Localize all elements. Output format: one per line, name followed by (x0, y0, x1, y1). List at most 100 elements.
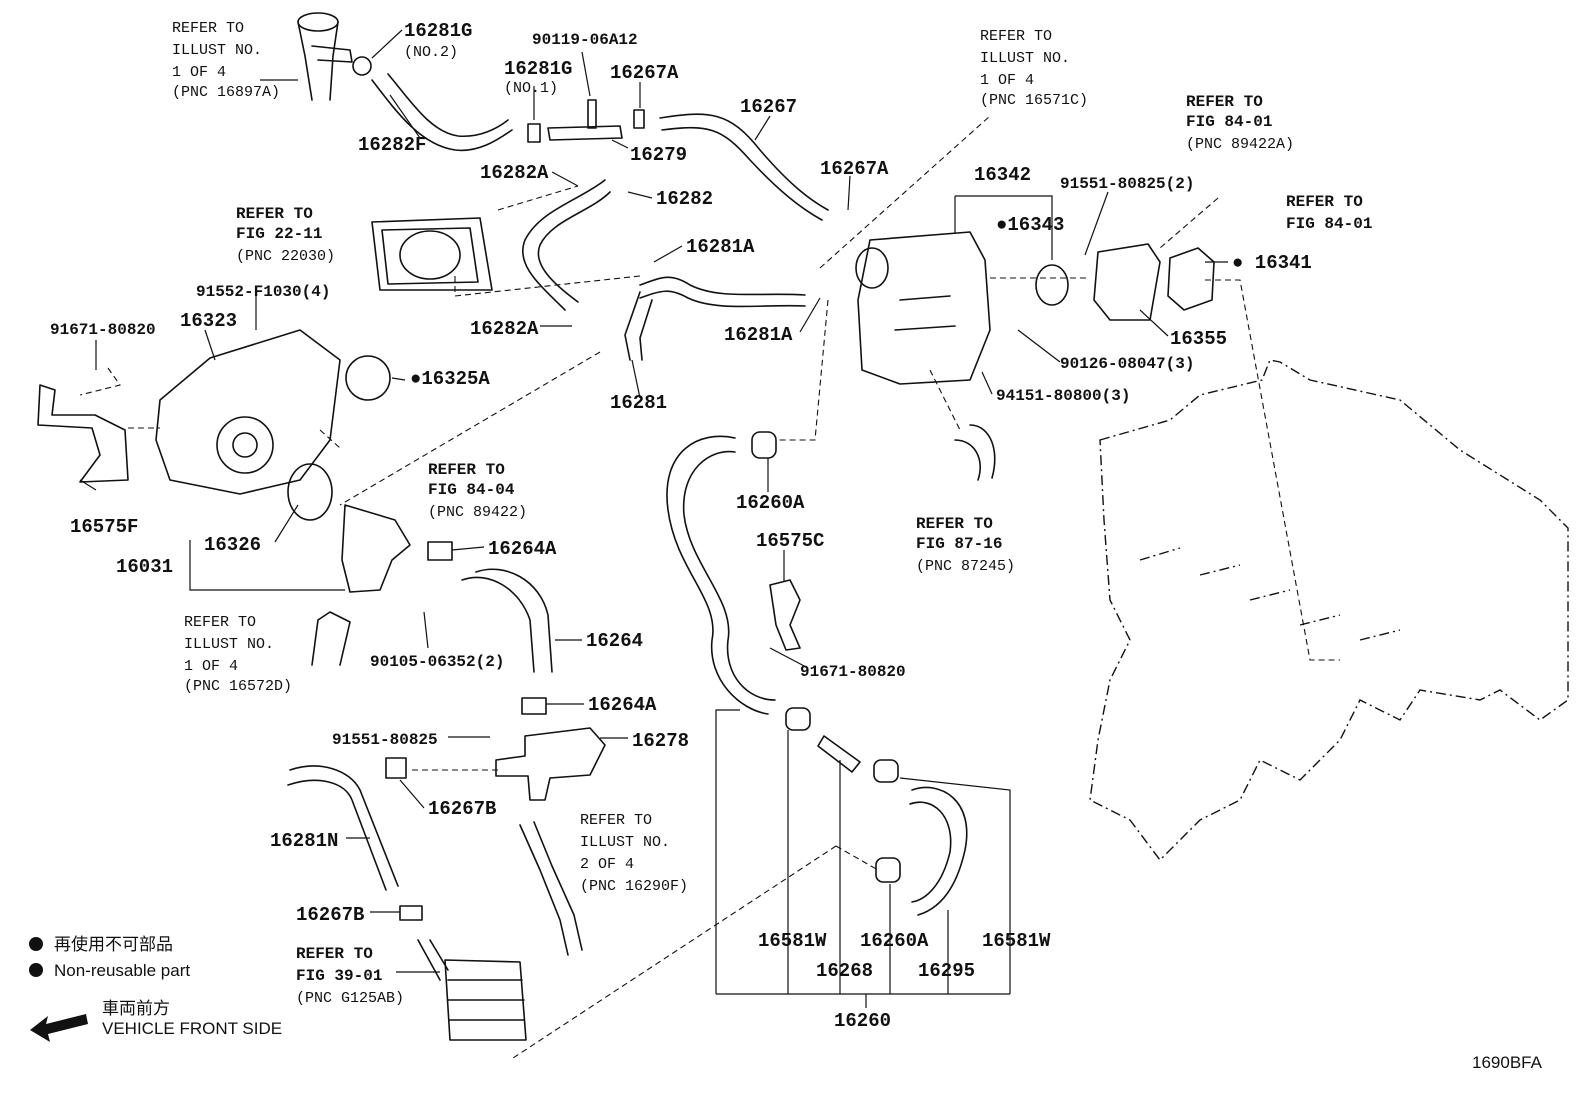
ref-pnc-g125ab: REFER TO FIG 39-01 (PNC G125AB) (296, 945, 404, 1007)
part-drawings (37, 12, 1569, 1041)
svg-text:REFER TO: REFER TO (296, 945, 373, 963)
svg-text:FIG 84-04: FIG 84-04 (428, 481, 515, 499)
svg-text:REFER TO: REFER TO (980, 28, 1052, 45)
callout-16355: 16355 (1170, 328, 1227, 350)
diagram-id: 1690BFA (1472, 1053, 1543, 1072)
callout-91671-80820-right: 91671-80820 (800, 663, 906, 681)
svg-text:ILLUST NO.: ILLUST NO. (580, 834, 670, 851)
callout-91551-80825: 91551-80825 (332, 731, 438, 749)
ref-pnc-89422a: REFER TO FIG 84-01 (PNC 89422A) (1186, 93, 1294, 153)
svg-text:(PNC 16571C): (PNC 16571C) (980, 92, 1088, 109)
clamp-16267b-bottom (399, 905, 423, 921)
legend-front-en: VEHICLE FRONT SIDE (102, 1019, 282, 1038)
leader-lines (79, 29, 1228, 1008)
svg-text:(PNC G125AB): (PNC G125AB) (296, 990, 404, 1007)
hose-16281 (624, 276, 806, 361)
svg-text:FIG 84-01: FIG 84-01 (1286, 215, 1372, 233)
svg-text:(PNC 89422A): (PNC 89422A) (1186, 136, 1294, 153)
callout-91551-80825-2: 91551-80825(2) (1060, 175, 1194, 193)
callout-16264a-top: 16264A (488, 538, 557, 560)
callout-90126-08047-3: 90126-08047(3) (1060, 355, 1194, 373)
clamp-16281g-no1 (527, 123, 541, 143)
svg-text:(PNC 89422): (PNC 89422) (428, 504, 527, 521)
hose-ref-16290f (519, 821, 583, 956)
callout-16281g-no1: 16281G (504, 58, 572, 80)
callout-16282a-top: 16282A (480, 162, 549, 184)
clamp-16267b-top (385, 757, 407, 779)
ref-pnc-87245: REFER TO FIG 87-16 (PNC 87245) (916, 515, 1015, 575)
tube-16268 (817, 735, 861, 773)
legend-non-reusable-jp: 再使用不可部品 (54, 934, 173, 954)
callout-16325a: ●16325A (410, 368, 490, 390)
svg-text:FIG 39-01: FIG 39-01 (296, 967, 382, 985)
svg-text:(PNC 16897A): (PNC 16897A) (172, 84, 280, 101)
callout-16278: 16278 (632, 730, 689, 752)
svg-text:REFER TO: REFER TO (1186, 93, 1263, 111)
clamp-16264a-bottom (521, 697, 547, 715)
svg-text:REFER TO: REFER TO (1286, 193, 1363, 211)
callout-16295: 16295 (918, 960, 975, 982)
engine-block-outline (1089, 359, 1569, 862)
callout-16267a-mid: 16267A (820, 158, 889, 180)
callout-16264: 16264 (586, 630, 643, 652)
svg-text:1 OF 4: 1 OF 4 (980, 72, 1034, 89)
legend-non-reusable-en: Non-reusable part (54, 961, 190, 980)
callout-16282f: 16282F (358, 134, 426, 156)
callout-90119-06a12: 90119-06A12 (532, 31, 638, 49)
ref-pnc-89422: REFER TO FIG 84-04 (PNC 89422) (428, 461, 527, 521)
bracket-16575f (37, 384, 129, 483)
ref-pnc-16572d: REFER TO ILLUST NO. 1 OF 4 (PNC 16572D) (184, 614, 292, 695)
callout-16326: 16326 (204, 534, 261, 556)
legend: 再使用不可部品 Non-reusable part 車両前方 VEHICLE F… (29, 934, 282, 1042)
gasket-16326 (287, 463, 333, 521)
svg-text:FIG 22-11: FIG 22-11 (236, 225, 322, 243)
svg-text:FIG 84-01: FIG 84-01 (1186, 113, 1272, 131)
callout-16031: 16031 (116, 556, 173, 578)
svg-text:ILLUST NO.: ILLUST NO. (980, 50, 1070, 67)
callout-16267b-bottom: 16267B (296, 904, 364, 926)
legend-front-jp: 車両前方 (102, 999, 170, 1018)
svg-text:REFER TO: REFER TO (172, 20, 244, 37)
gasket-16341 (1167, 247, 1215, 311)
callout-16282a-mid: 16282A (470, 318, 539, 340)
ref-pnc-22030: REFER TO FIG 22-11 (PNC 22030) (236, 205, 335, 265)
hose-16282f (371, 73, 513, 152)
callout-16281n: 16281N (270, 830, 338, 852)
non-reusable-dot-icon (29, 937, 43, 951)
callout-no1: (NO.1) (504, 80, 558, 97)
ref-pnc-16571c: REFER TO ILLUST NO. 1 OF 4 (PNC 16571C) (980, 28, 1088, 109)
joint-16279 (547, 99, 623, 141)
callout-16260a-bottom: 16260A (860, 930, 929, 952)
front-arrow-icon (30, 1014, 88, 1042)
housing-16031 (341, 504, 411, 593)
clamp-16260a-mid (751, 431, 777, 459)
hose-16267 (659, 113, 829, 221)
callout-91671-80820-left: 91671-80820 (50, 321, 156, 339)
part-callouts: 16281G (NO.2) 16282F 90119-06A12 16281G … (50, 20, 1312, 1032)
svg-text:(PNC 22030): (PNC 22030) (236, 248, 335, 265)
callout-16575f: 16575F (70, 516, 138, 538)
dashed-connection-lines (79, 115, 1340, 1061)
callout-16264a-bottom: 16264A (588, 694, 657, 716)
callout-16260a-mid: 16260A (736, 492, 805, 514)
water-pump-part (155, 329, 341, 495)
callout-16279: 16279 (630, 144, 687, 166)
callout-16342: 16342 (974, 164, 1031, 186)
outlet-16355 (1093, 243, 1161, 321)
throttle-body-part (371, 217, 493, 291)
callout-16267a-top: 16267A (610, 62, 679, 84)
svg-text:1 OF 4: 1 OF 4 (184, 658, 238, 675)
clamp-16260a-upper (873, 759, 899, 783)
svg-text:REFER TO: REFER TO (184, 614, 256, 631)
callout-16268: 16268 (816, 960, 873, 982)
svg-text:REFER TO: REFER TO (580, 812, 652, 829)
hose-16264 (461, 568, 553, 673)
callout-16581w-left: 16581W (758, 930, 827, 952)
callout-16281g-no2: 16281G (404, 20, 472, 42)
svg-text:(PNC 16290F): (PNC 16290F) (580, 878, 688, 895)
ref-pnc-16290f: REFER TO ILLUST NO. 2 OF 4 (PNC 16290F) (580, 812, 688, 895)
svg-text:ILLUST NO.: ILLUST NO. (184, 636, 274, 653)
hose-16281n (287, 765, 399, 891)
hose-ref-16572d (311, 611, 351, 666)
callout-16281a-top: 16281A (686, 236, 755, 258)
